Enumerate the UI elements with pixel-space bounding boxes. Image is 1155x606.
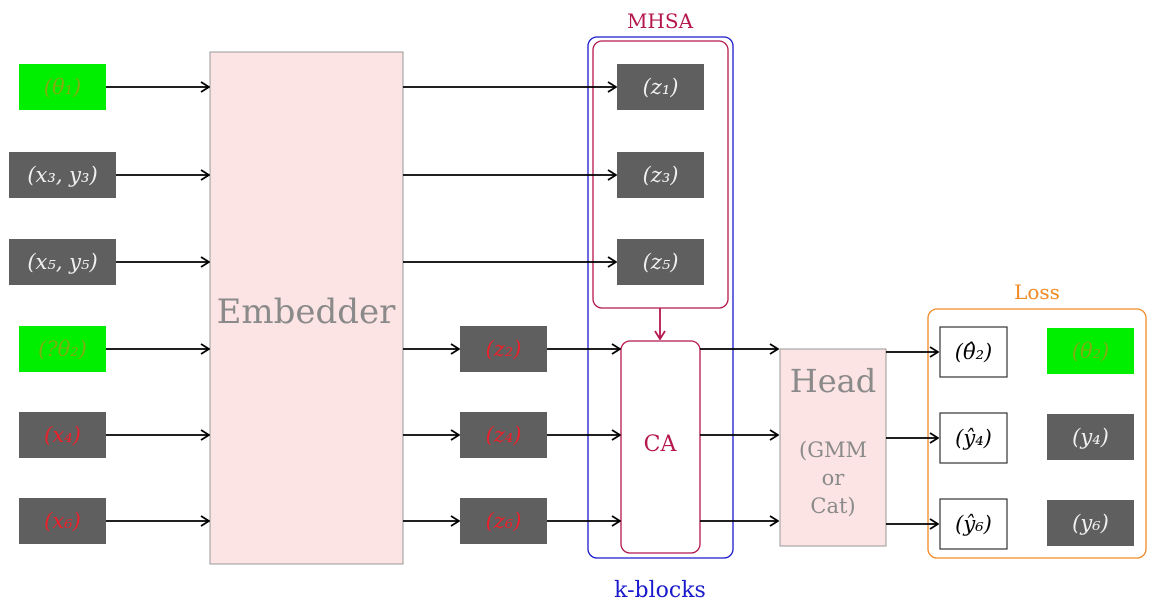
prediction-token: (ŷ₄) [939, 412, 1008, 464]
context-token-label: (z₁) [643, 75, 679, 99]
input-token-box [19, 64, 106, 110]
prediction-token-box [939, 412, 1008, 464]
ground-truth-token-box [1047, 500, 1134, 546]
input-token-box [9, 152, 116, 198]
head-sublabel-line: Cat) [810, 494, 855, 518]
ground-truth-token-label: (y₆) [1072, 511, 1109, 535]
prediction-token-label: (ŷ₄) [955, 426, 992, 450]
input-token-label: (θ₁) [44, 75, 81, 99]
prediction-token-box [939, 326, 1008, 378]
input-token-label: (?θ₂) [38, 337, 87, 361]
kblocks-label: k-blocks [614, 578, 706, 603]
ground-truth-token: (y₄) [1047, 414, 1134, 460]
embedder-label: Embedder [217, 292, 397, 332]
context-token-label: (z₅) [643, 250, 679, 274]
input-token-box [9, 239, 116, 285]
target-token-label: (z₆) [486, 509, 522, 533]
mhsa-label: MHSA [627, 9, 694, 33]
input-token-label: (x₅, y₅) [27, 250, 97, 274]
input-token-label: (x₆) [44, 509, 81, 533]
head-label: Head [790, 362, 876, 400]
target-token-box [460, 498, 547, 544]
ground-truth-token-box [1047, 414, 1134, 460]
target-token: (z₂) [460, 326, 547, 372]
tokens-layer: (θ₁) (x₃, y₃) (x₅, y₅) (?θ₂) (x₄) (x₆) (z₁) (z₃… [9, 64, 1134, 550]
context-token: (z₁) [617, 64, 704, 110]
head-sublabel-line: (GMM [799, 438, 867, 462]
context-token-label: (z₃) [643, 163, 679, 187]
input-token-box [19, 326, 106, 372]
input-token: (x₆) [19, 498, 106, 544]
loss-label: Loss [1014, 280, 1060, 304]
target-token: (z₄) [460, 412, 547, 458]
target-token-box [460, 412, 547, 458]
target-token-label: (z₄) [486, 423, 522, 447]
prediction-token-label: (ŷ₆) [955, 512, 992, 536]
target-token-label: (z₂) [486, 337, 522, 361]
prediction-token-label: (θ̂₂) [955, 340, 992, 364]
cross-attention-block [620, 340, 701, 554]
ground-truth-token-label: (y₄) [1072, 425, 1109, 449]
ground-truth-token: (θ₂) [1047, 328, 1134, 374]
input-token: (?θ₂) [19, 326, 106, 372]
kblocks-container [587, 36, 734, 559]
target-token: (z₆) [460, 498, 547, 544]
context-token-box [617, 64, 704, 110]
context-token-box [617, 152, 704, 198]
ground-truth-token: (y₆) [1047, 500, 1134, 546]
target-token-box [460, 326, 547, 372]
prediction-token-box [939, 498, 1008, 550]
head-sublabel-line: or [822, 466, 846, 490]
prediction-token: (ŷ₆) [939, 498, 1008, 550]
input-token-label: (x₄) [44, 423, 81, 447]
embedder-block [209, 51, 404, 565]
head-block [779, 348, 887, 547]
context-token: (z₅) [617, 239, 704, 285]
input-token-label: (x₃, y₃) [27, 163, 97, 187]
prediction-token: (θ̂₂) [939, 326, 1008, 378]
arrows-layer [106, 87, 938, 524]
input-token: (x₃, y₃) [9, 152, 116, 198]
ground-truth-token-label: (θ₂) [1072, 339, 1109, 363]
context-token: (z₃) [617, 152, 704, 198]
input-token: (x₄) [19, 412, 106, 458]
input-token: (θ₁) [19, 64, 106, 110]
ground-truth-token-box [1047, 328, 1134, 374]
input-token: (x₅, y₅) [9, 239, 116, 285]
input-token-box [19, 412, 106, 458]
ca-label: CA [644, 432, 678, 457]
loss-container [927, 308, 1147, 559]
context-token-box [617, 239, 704, 285]
input-token-box [19, 498, 106, 544]
